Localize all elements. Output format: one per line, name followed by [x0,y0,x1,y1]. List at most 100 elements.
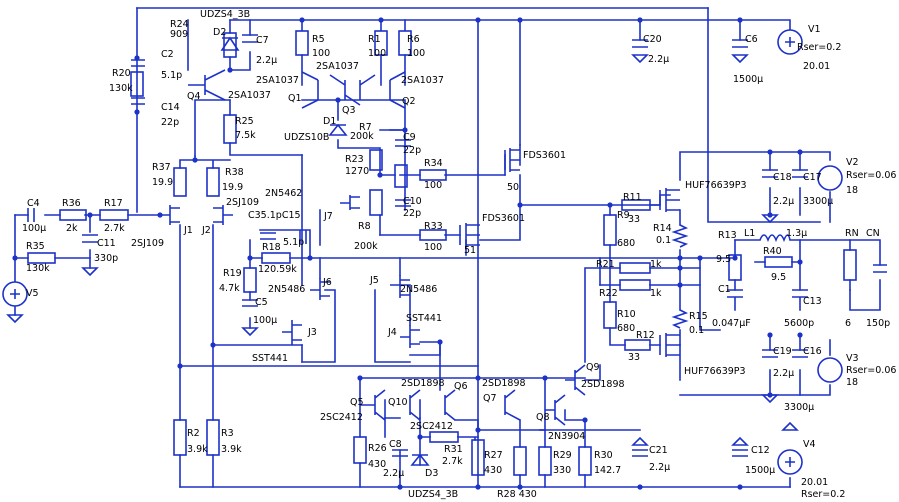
label-RN-value: 6 [845,318,851,329]
label-Q6: Q6 [454,381,468,392]
label-V5: V5 [26,288,39,299]
label-C7-value: 2.2μ [256,55,277,66]
label-C16: C16 [803,346,822,357]
label-C14: C14 [161,102,180,113]
label-J2-type: 2SJ109 [226,197,259,208]
label-C5-value: 100μ [253,315,277,326]
label-R35-value: 130k [26,263,50,274]
label-V4-rser: Rser=0.2 [801,489,845,500]
label-R11: R11 [623,192,642,203]
label-R3: R3 [221,428,234,439]
label-R11-value: 33 [628,214,640,225]
label-FDS3601-bottom-value: 51 [464,245,476,256]
label-C9: C9 [403,132,416,143]
label-Q1-type: 2SA1037 [316,61,359,72]
label-V3-rser: Rser=0.06 [846,365,896,376]
label-C16-value: 3300μ [784,402,814,413]
label-R8: R8 [358,221,371,232]
label-R10: R10 [617,309,636,320]
label-J5: J5 [369,275,379,286]
label-C7: C7 [256,35,269,46]
label-C17: C17 [803,172,822,183]
label-C10-value: 22p [403,208,421,219]
label-R7-value: 200k [350,131,374,142]
label-C6: C6 [745,34,758,45]
label-J1-type: 2SJ109 [131,238,164,249]
label-J7: J7 [323,211,333,222]
label-CN-value: 150p [866,318,890,329]
label-R30-value: 142.7 [594,465,621,476]
label-C14-value: 22p [161,117,179,128]
voltage-sources [2,29,843,475]
label-Q10-type: 2SC2412 [410,421,453,432]
label-R20-value: 130k [109,83,133,94]
label-R5-value: 100 [312,48,330,59]
label-FDS3601-bottom: FDS3601 [482,213,525,224]
label-HUF-bottom: HUF76639P3 [684,366,746,377]
label-C2: C2 [161,49,174,60]
label-Q5: Q5 [350,397,364,408]
label-C17-value: 3300μ [803,196,833,207]
label-Q3: Q3 [342,105,356,116]
label-Q6-type: 2SD1898 [401,378,445,389]
label-R15: R15 [689,311,708,322]
label-V2-rser: Rser=0.06 [846,170,896,181]
label-J5-type: 2N5486 [400,284,437,295]
label-R14: R14 [653,223,672,234]
label-V2: V2 [846,157,859,168]
label-R33: R33 [424,221,443,232]
label-R38: R38 [225,167,244,178]
label-V1-value: 20.01 [803,61,830,72]
label-R19-value: 4.7k [219,283,240,294]
label-R15-value: 0.1 [689,325,704,336]
label-R19: R19 [223,268,242,279]
label-Q7-type: 2SD1898 [482,378,526,389]
label-C19: C19 [773,346,792,357]
label-R38-value: 19.9 [222,182,243,193]
label-L1-value: 1.3μ [786,228,807,239]
label-R26-value: 430 [368,459,386,470]
label-C13-value: 5600p [784,318,814,329]
label-C6-value: 1500μ [733,74,763,85]
label-L1: L1 [744,228,755,239]
label-RN: RN [845,228,859,239]
label-R2-value: 3.9k [187,444,208,455]
grounds [6,54,799,446]
label-C18: C18 [773,172,792,183]
label-R24-value: 909 [170,29,188,40]
label-V1: V1 [808,24,821,35]
label-R13-value: 9.5 [716,254,731,265]
label-Q7: Q7 [483,393,497,404]
label-Q9-type: 2SD1898 [581,379,625,390]
labels: R24 909 UDZS4_3B D2 C7 2.2μ R5 100 R1 10… [22,9,896,500]
label-D3: D3 [425,468,438,479]
label-SST441-left: SST441 [252,353,288,364]
label-R6: R6 [407,34,420,45]
label-Q4-type1: 2SA1037 [256,75,299,86]
label-R22-value: 1k [650,288,662,299]
label-R17: R17 [104,198,123,209]
label-R37: R37 [152,162,171,173]
label-C20-value: 2.2μ [648,54,669,65]
label-R5: R5 [312,34,325,45]
label-J6-type: 2N5486 [268,284,305,295]
label-C9-value: 22p [403,145,421,156]
transistors [160,69,680,426]
label-R27: R27 [484,450,503,461]
label-2N5462: 2N5462 [265,188,302,199]
label-Q8: Q8 [536,412,550,423]
label-Q4-type2: 2SA1037 [228,90,271,101]
label-R6-value: 100 [407,48,425,59]
label-R31: R31 [444,444,463,455]
label-UDZS4-top: UDZS4_3B [200,9,250,20]
label-D1: D1 [323,116,336,127]
label-C15-value: 5.1p [283,237,304,248]
label-UDZS10B: UDZS10B [284,132,329,143]
label-R9-value: 680 [617,238,635,249]
label-Q4: Q4 [187,91,201,102]
label-V1-rser: Rser=0.2 [797,42,841,53]
label-R31-value: 2.7k [442,456,463,467]
label-C19-value: 2.2μ [773,368,794,379]
label-R21: R21 [596,259,615,270]
